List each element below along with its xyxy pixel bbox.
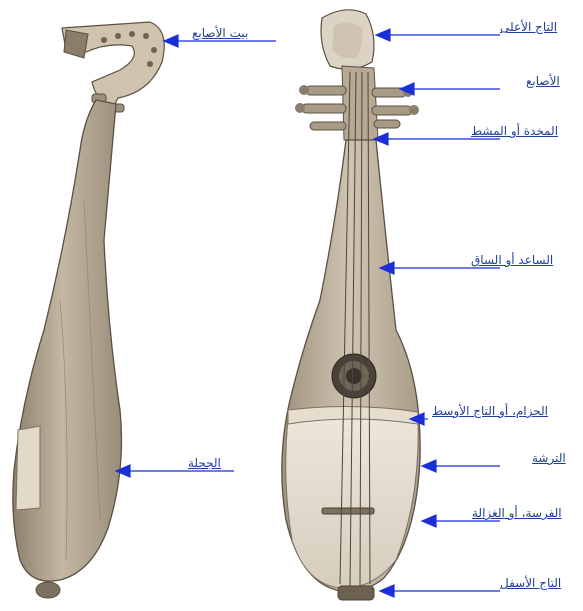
label-top-crown: التاج الأعلى: [500, 20, 557, 34]
label-forearm-or-leg: الساعد أو الساق: [471, 253, 553, 267]
label-bottom-crown: التاج الأسفل: [500, 576, 561, 590]
front-view-instrument: [282, 10, 420, 600]
front-bridge: [322, 508, 374, 514]
side-view-instrument: [13, 22, 164, 598]
label-pillow-or-comb: المخدة أو المشط: [471, 124, 558, 138]
front-bottom-crown: [338, 586, 374, 600]
label-belt-or-middle-crown: الحزام، أو التاج الأوسط: [432, 404, 548, 418]
label-soundboard: الترشة: [532, 451, 566, 465]
label-fingers: الأصابع: [526, 74, 560, 88]
label-body-back: الجحلة: [188, 456, 221, 470]
label-bridge-or-gazelle: الفرسة، أو الغزالة: [472, 506, 562, 520]
label-finger-house: بيت الأصابع: [192, 26, 248, 40]
